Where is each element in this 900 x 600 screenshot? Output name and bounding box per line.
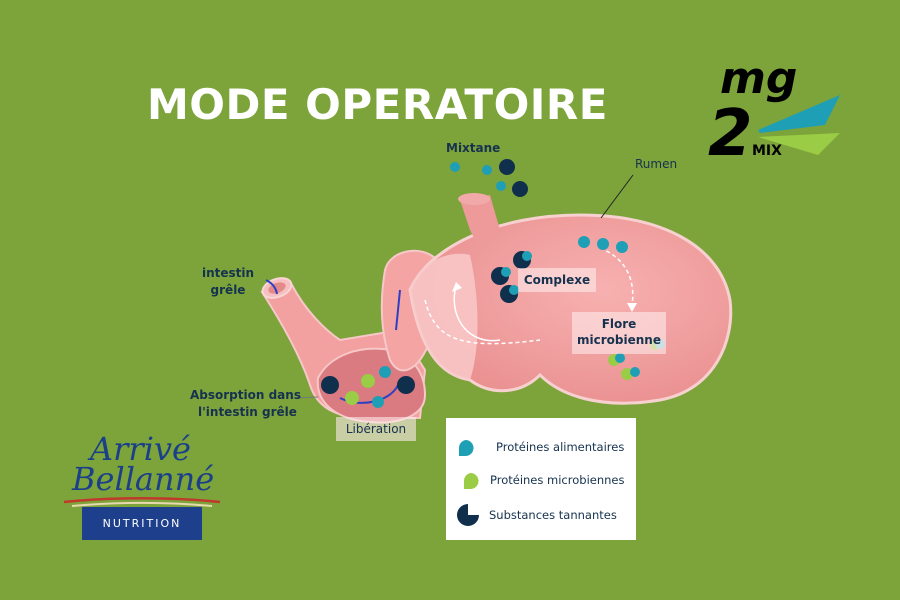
brand-swoosh: [63, 497, 221, 507]
legend-item-proteines-microbiennes: Protéines microbiennes: [446, 469, 636, 491]
label-flore-2: microbienne: [577, 333, 661, 347]
brand-line-1: Arrivé: [90, 430, 191, 468]
label-complexe: Complexe: [518, 268, 596, 292]
label-flore-microbienne: Flore microbienne: [572, 312, 666, 354]
arrive-bellanne-logo: Arrivé Bellanné NUTRITION: [62, 432, 222, 542]
label-liberation: Libération: [336, 417, 416, 441]
label-absorption-1: Absorption dans: [190, 388, 301, 402]
label-absorption-2: l'intestin grêle: [198, 405, 297, 419]
legend-item-substances-tannantes: Substances tannantes: [446, 502, 636, 528]
legend-item-proteines-alimentaires: Protéines alimentaires: [446, 436, 636, 458]
svg-text:MIX: MIX: [752, 143, 782, 159]
brand-tagline: NUTRITION: [82, 507, 202, 540]
label-intestin-grele-1: intestin: [201, 266, 255, 280]
label-intestin-grele-2: grêle: [210, 283, 246, 297]
mg2mix-logo: mg 2 MIX: [700, 53, 850, 171]
green-drop-icon: [463, 473, 479, 490]
label-rumen: Rumen: [635, 157, 678, 171]
tannin-pie-icon: [457, 504, 479, 526]
teal-drop-icon: [458, 440, 474, 457]
mg-text: mg: [720, 55, 797, 104]
page-title: MODE OPERATOIRE: [147, 80, 608, 129]
legend: Protéines alimentaires Protéines microbi…: [446, 418, 636, 540]
label-flore-1: Flore: [601, 317, 637, 331]
svg-text:2: 2: [708, 97, 753, 165]
label-mixtane: Mixtane: [446, 141, 501, 155]
brand-line-2: Bellanné: [72, 460, 215, 498]
